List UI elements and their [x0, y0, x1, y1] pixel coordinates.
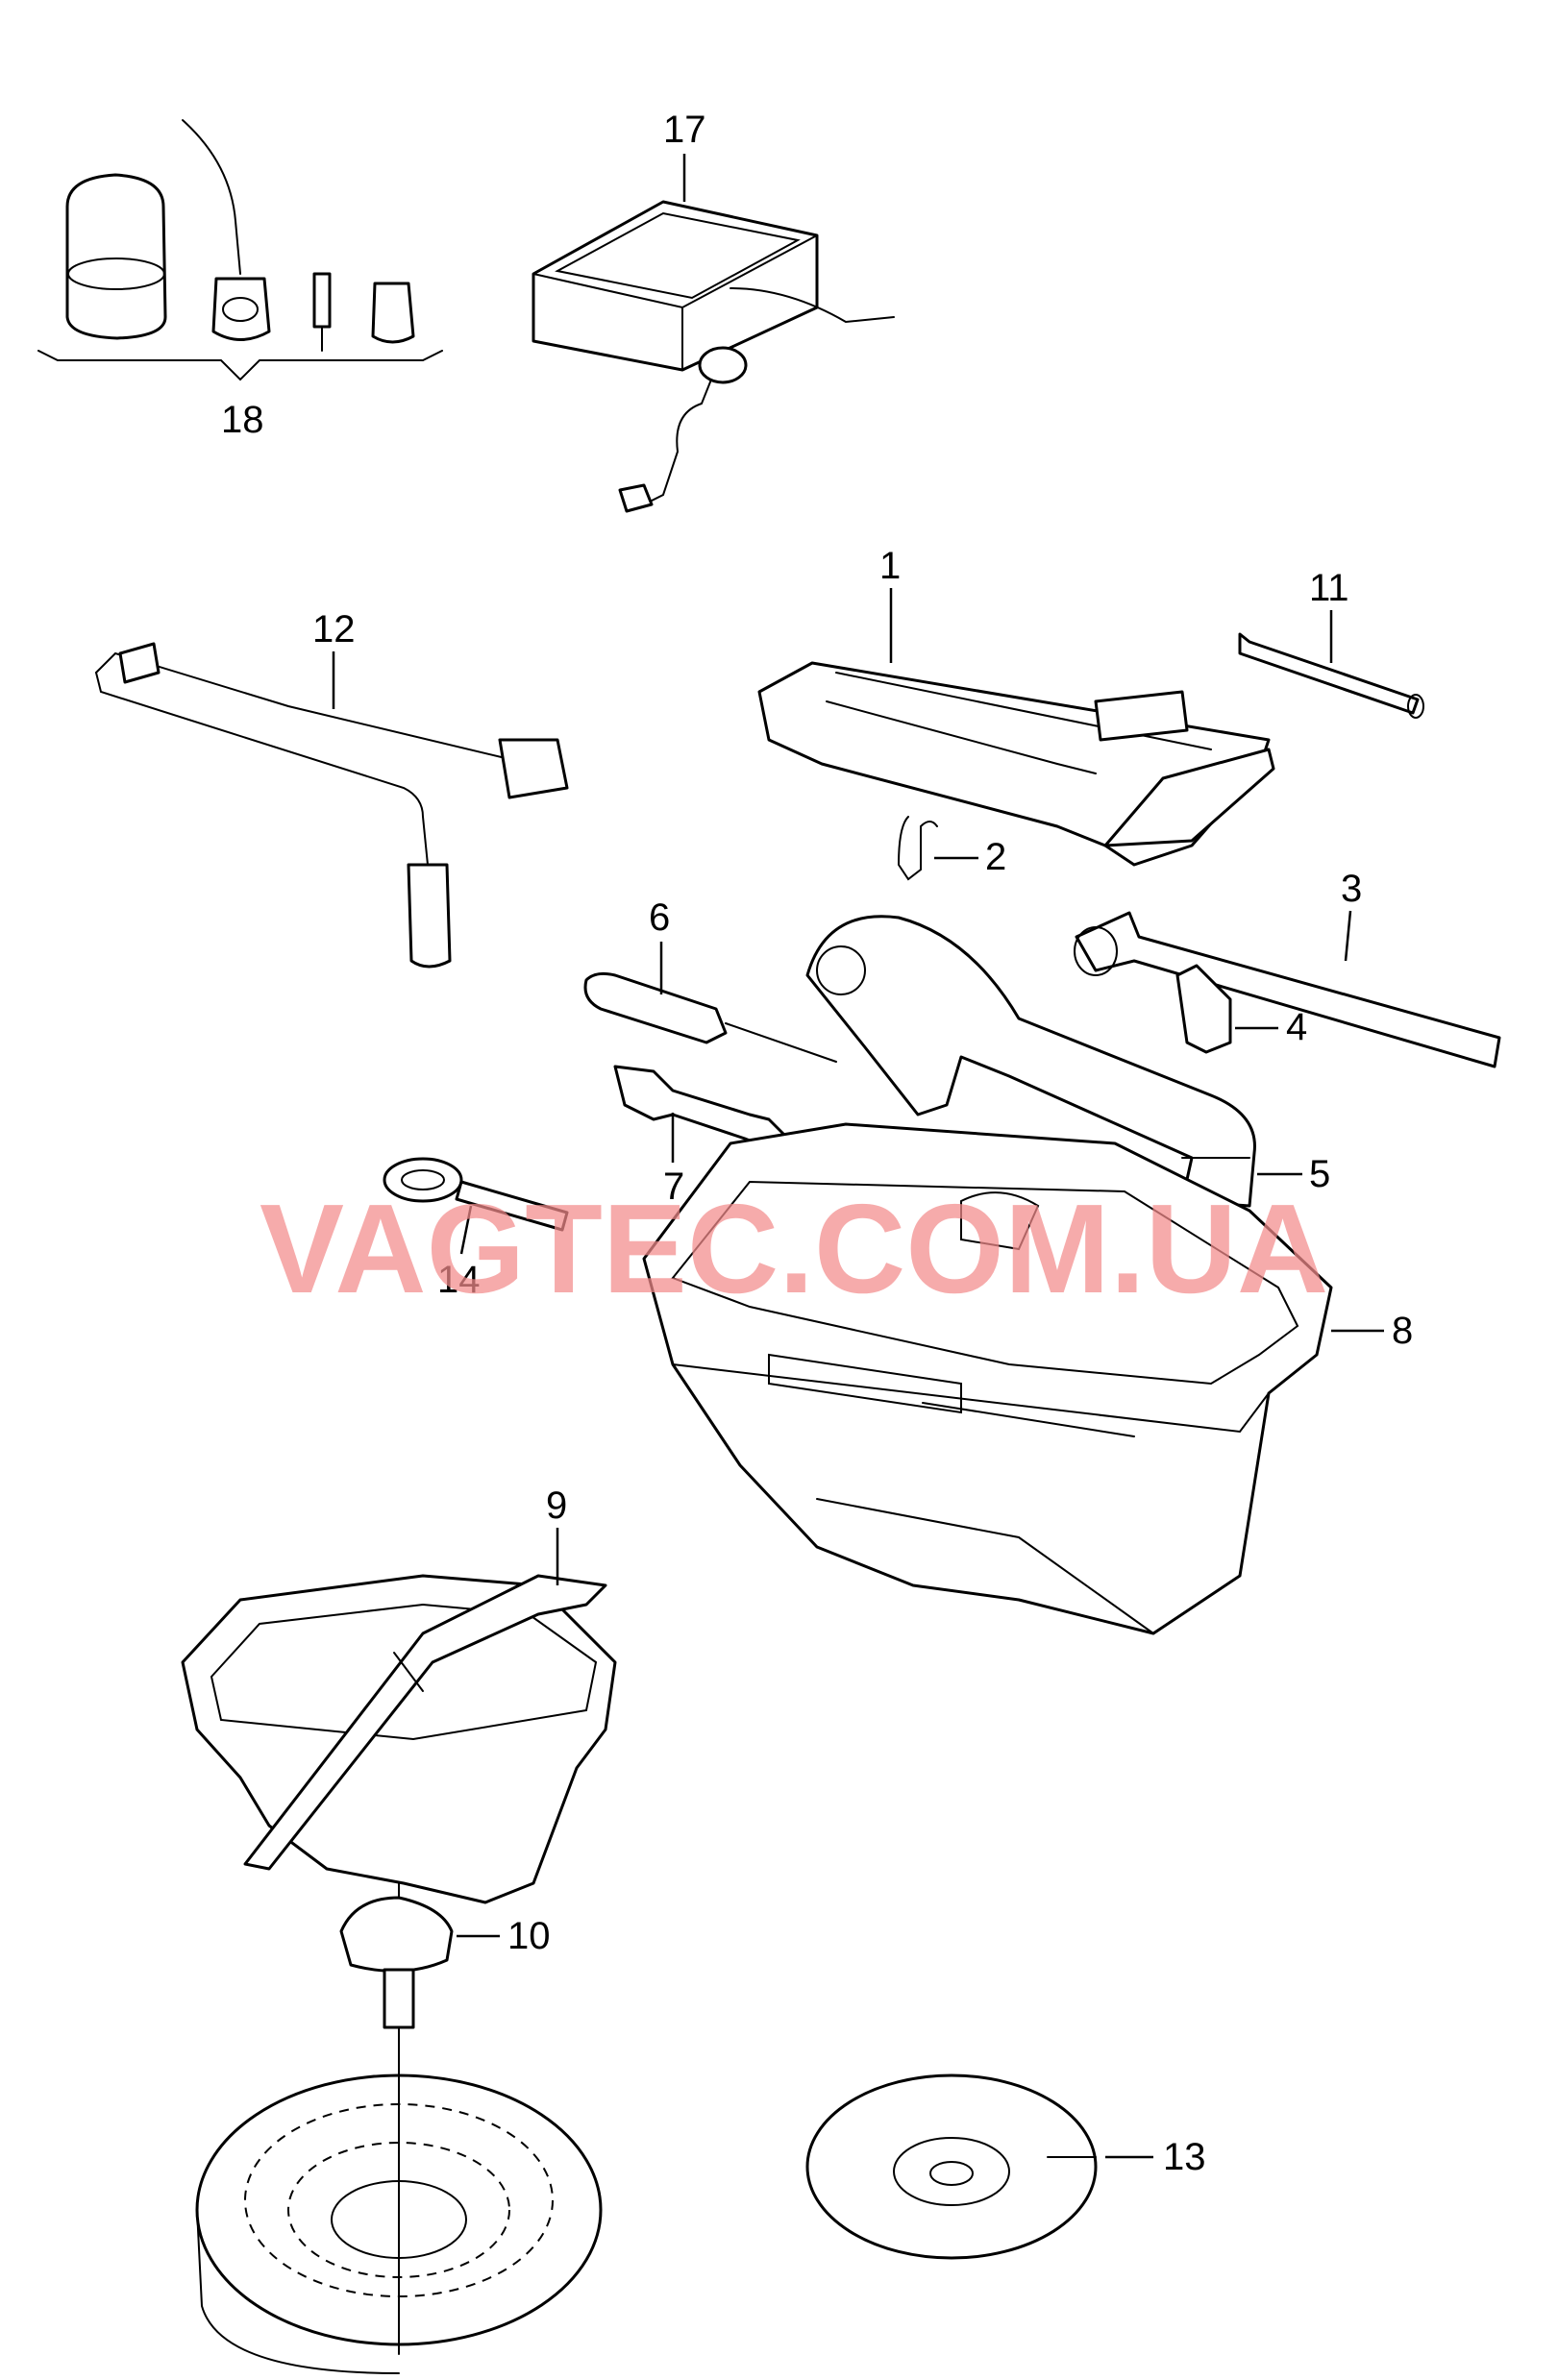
- svg-text:3: 3: [1341, 868, 1362, 910]
- svg-text:7: 7: [663, 1165, 684, 1208]
- part-17-compressor: [532, 200, 895, 513]
- callout-7: 7: [663, 1113, 684, 1208]
- spare-wheel: [195, 2026, 603, 2374]
- callout-12: 12: [312, 608, 356, 709]
- callout-1: 1: [879, 545, 901, 663]
- callout-8: 8: [1331, 1310, 1413, 1352]
- svg-text:13: 13: [1163, 2136, 1206, 2178]
- part-13-cover: [805, 2073, 1098, 2260]
- callout-18: 18: [221, 399, 264, 441]
- callout-3: 3: [1341, 868, 1362, 962]
- svg-text:18: 18: [221, 399, 264, 441]
- part-6-screwdriver: [583, 971, 837, 1063]
- part-9-tray-with-strap: [181, 1574, 617, 1904]
- callout-6: 6: [649, 896, 670, 994]
- svg-text:11: 11: [1309, 567, 1349, 609]
- part-7-spanner: [613, 1065, 785, 1150]
- part-8-tool-tray: [642, 1122, 1333, 1635]
- part-18-accessory-set: [37, 119, 443, 381]
- callout-5: 5: [1257, 1153, 1330, 1195]
- part-4-clip: [1175, 964, 1232, 1054]
- callout-4: 4: [1235, 1006, 1307, 1048]
- callout-10: 10: [457, 1915, 551, 1957]
- callout-9: 9: [546, 1484, 567, 1585]
- callout-2: 2: [934, 836, 1006, 878]
- svg-text:17: 17: [663, 109, 706, 151]
- part-2-clip: [897, 816, 938, 881]
- svg-text:9: 9: [546, 1484, 567, 1527]
- part-5-wheel-brace: [805, 915, 1256, 1208]
- part-10-wing-nut: [339, 1882, 454, 2029]
- svg-text:12: 12: [312, 608, 356, 650]
- svg-text:4: 4: [1286, 1006, 1307, 1048]
- callout-11: 11: [1309, 567, 1349, 663]
- svg-text:2: 2: [985, 836, 1006, 878]
- svg-text:6: 6: [649, 896, 670, 939]
- callout-14: 14: [437, 1205, 481, 1301]
- part-3-wheel-wrench: [1074, 911, 1501, 1068]
- part-1-jack: [757, 661, 1275, 867]
- svg-text:8: 8: [1392, 1310, 1413, 1352]
- watermark-text: VAGTEC.COM.UA: [260, 1178, 1328, 1319]
- svg-text:14: 14: [437, 1259, 481, 1301]
- svg-text:1: 1: [879, 545, 901, 587]
- callout-17: 17: [663, 109, 706, 202]
- callout-13: 13: [1105, 2136, 1206, 2178]
- part-14-towing-eye: [383, 1157, 569, 1232]
- part-12-crank-rod: [95, 642, 569, 969]
- svg-text:5: 5: [1309, 1153, 1330, 1195]
- svg-text:10: 10: [507, 1915, 551, 1957]
- part-11-pin: [1238, 632, 1424, 719]
